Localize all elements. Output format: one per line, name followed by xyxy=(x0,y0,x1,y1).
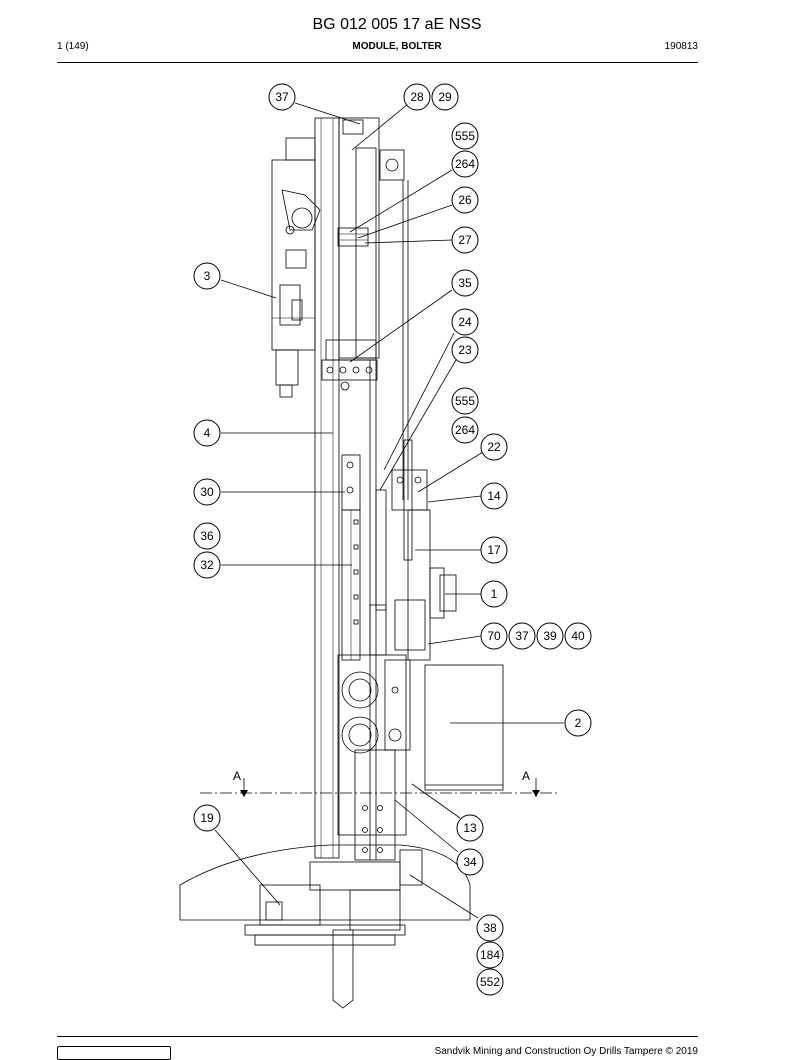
document-id: BG 012 005 17 aE NSS xyxy=(312,16,482,33)
copyright-text: Sandvik Mining and Construction Oy Drill… xyxy=(434,1046,698,1057)
callout-39: 39 xyxy=(536,622,564,650)
callout-label: 28 xyxy=(410,90,424,104)
callout-label: 26 xyxy=(458,193,472,207)
section-marker-right: A xyxy=(522,769,530,783)
callout-label: 30 xyxy=(200,485,214,499)
callout-184: 184 xyxy=(476,941,504,969)
callout-28: 28 xyxy=(403,83,431,111)
callout-70: 70 xyxy=(480,622,508,650)
callout-552: 552 xyxy=(476,968,504,996)
callout-label: 37 xyxy=(515,629,529,643)
date-code: 190813 xyxy=(664,41,698,52)
callout-label: 19 xyxy=(200,811,214,825)
callout-264: 264 xyxy=(451,150,479,178)
callout-555: 555 xyxy=(451,387,479,415)
callout-label: 555 xyxy=(455,129,475,143)
callout-40: 40 xyxy=(564,622,592,650)
section-marker-left: A xyxy=(233,769,241,783)
bolt-cassette xyxy=(341,509,361,661)
callout-label: 14 xyxy=(487,489,501,503)
callout-label: 22 xyxy=(487,440,501,454)
slide-bracket xyxy=(341,439,428,656)
clamp-block xyxy=(321,339,378,391)
right-cylinder xyxy=(394,509,504,791)
page-number: 1 (149) xyxy=(57,41,89,52)
callout-label: 32 xyxy=(200,558,214,572)
callout-label: 264 xyxy=(455,157,475,171)
callout-35: 35 xyxy=(451,269,479,297)
base-plate xyxy=(179,844,471,1009)
callout-label: 37 xyxy=(275,90,289,104)
callout-3: 3 xyxy=(193,262,221,290)
callout-26: 26 xyxy=(451,186,479,214)
callout-37: 37 xyxy=(508,622,536,650)
leader-lines xyxy=(214,102,564,919)
callout-2: 2 xyxy=(564,709,592,737)
callout-label: 29 xyxy=(438,90,452,104)
callout-24: 24 xyxy=(451,308,479,336)
rotation-unit xyxy=(271,137,321,398)
callout-label: 555 xyxy=(455,394,475,408)
callout-4: 4 xyxy=(193,419,221,447)
callout-27: 27 xyxy=(451,226,479,254)
callout-23: 23 xyxy=(451,336,479,364)
callout-label: 39 xyxy=(543,629,557,643)
callout-37: 37 xyxy=(268,83,296,111)
page-title: MODULE, BOLTER xyxy=(352,41,442,52)
callout-label: 4 xyxy=(204,426,211,440)
section-line: A A xyxy=(200,769,560,797)
callout-19: 19 xyxy=(193,804,221,832)
callout-label: 23 xyxy=(458,343,472,357)
callout-label: 38 xyxy=(483,921,497,935)
callout-22: 22 xyxy=(480,433,508,461)
footer-rule xyxy=(57,1036,698,1037)
callout-264: 264 xyxy=(451,416,479,444)
top-bracket xyxy=(337,119,405,247)
callout-17: 17 xyxy=(480,536,508,564)
callout-14: 14 xyxy=(480,482,508,510)
callout-30: 30 xyxy=(193,478,221,506)
callout-label: 24 xyxy=(458,315,472,329)
lower-gearbox xyxy=(337,654,423,886)
callout-label: 17 xyxy=(487,543,501,557)
callout-label: 2 xyxy=(575,716,582,730)
callout-555: 555 xyxy=(451,122,479,150)
callout-label: 35 xyxy=(458,276,472,290)
callout-label: 36 xyxy=(200,529,214,543)
callout-13: 13 xyxy=(456,814,484,842)
callout-label: 3 xyxy=(204,269,211,283)
callout-label: 13 xyxy=(463,821,477,835)
callout-1: 1 xyxy=(480,580,508,608)
callout-label: 70 xyxy=(487,629,501,643)
callout-label: 264 xyxy=(455,423,475,437)
sandvik-logo xyxy=(57,1046,171,1060)
callout-32: 32 xyxy=(193,551,221,579)
callout-29: 29 xyxy=(431,83,459,111)
callout-label: 184 xyxy=(480,948,500,962)
header-rule xyxy=(57,62,698,63)
callout-34: 34 xyxy=(456,848,484,876)
callout-label: 1 xyxy=(491,587,498,601)
guide-rails xyxy=(314,117,409,860)
callout-36: 36 xyxy=(193,522,221,550)
callout-label: 34 xyxy=(463,855,477,869)
callout-label: 27 xyxy=(458,233,472,247)
callout-label: 552 xyxy=(480,975,500,989)
callout-38: 38 xyxy=(476,914,504,942)
callout-label: 40 xyxy=(571,629,585,643)
